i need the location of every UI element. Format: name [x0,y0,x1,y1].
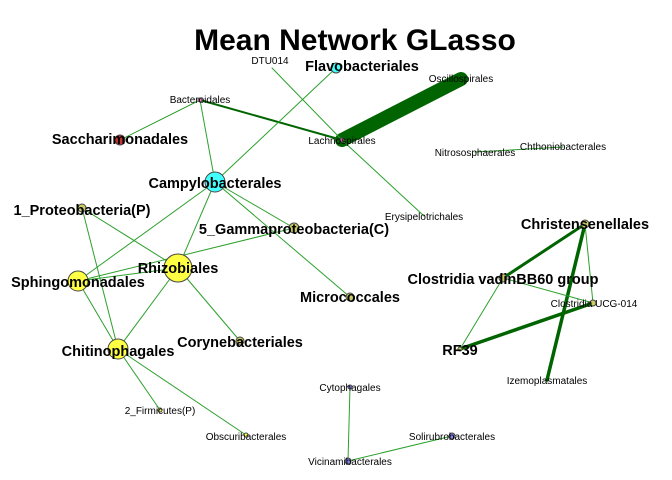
edge-christensenellales-izemoplasmatales [545,222,587,382]
node-label-oscillospirales: Oscillospirales [429,74,493,85]
node-label-lachnospirales: Lachnospirales [308,136,375,147]
edge-cytophagales-vicinamibacterales [347,386,351,462]
node-5-gammaproteobacteria-c [288,222,300,234]
node-rhizobiales [163,253,193,283]
node-christensenellales [580,219,590,229]
node-clostridia-ucg-014 [589,299,597,307]
edge-rhizobiales-chitinophagales [117,267,179,350]
node-micrococcales [345,292,355,302]
node-lachnospirales [339,137,345,143]
edge-campylobacterales-5-gammaproteobacteria-c [214,181,295,229]
node-1-proteobacteria-p [77,203,87,213]
edge-rhizobiales-sphingomonadales [77,267,179,282]
node-2-firmicutes-p [157,407,163,413]
edge-campylobacterales-micrococcales [214,181,351,298]
node-label-flavobacteriales: Flavobacteriales [305,59,419,75]
node-label-campylobacterales: Campylobacterales [149,176,282,192]
edge-nitrososphaerales-chthoniobacterales [474,146,564,153]
node-corynebacteriales [235,336,245,346]
edge-5-gammaproteobacteria-c-sphingomonadales [77,227,295,282]
edge-1-proteobacteria-p-rhizobiales [81,207,179,269]
node-label-cytophagales: Cytophagales [319,383,380,394]
edge-campylobacterales-sphingomonadales [77,181,216,282]
node-label-2-firmicutes-p: 2_Firmicutes(P) [125,406,196,417]
edge-campylobacterales-rhizobiales [177,181,216,269]
node-label-christensenellales: Christensenellales [521,217,649,233]
node-label-nitrososphaerales: Nitrososphaerales [435,148,516,159]
edge-lachnospirales-oscillospirales [335,72,468,147]
edge-bacteroidales-campylobacterales [199,99,216,183]
node-label-erysipelotrichales: Erysipelotrichales [385,212,463,223]
edge-flavobacteriales-campylobacterales [214,67,337,183]
node-sphingomonadales [67,270,89,292]
node-label-izemoplasmatales: Izemoplasmatales [507,376,588,387]
edge-bacteroidales-lachnospirales [199,99,343,141]
node-label-clostridia-ucg-014: Clostridia UCG-014 [551,299,638,310]
edge-chitinophagales-obscuribacterales [117,348,247,436]
edge-chitinophagales-2-firmicutes-p [117,348,161,411]
node-vicinamibacterales [344,457,352,465]
edge-rf39-clostridia-ucg-014 [458,301,595,351]
edge-christensenellales-clostridia-ucg-014 [584,223,594,304]
node-label-micrococcales: Micrococcales [300,290,400,306]
node-label-1-proteobacteria-p: 1_Proteobacteria(P) [14,203,151,219]
node-layer [67,62,597,465]
node-cytophagales [347,384,353,390]
node-flavobacteriales [330,62,342,74]
node-solirubrobacterales [448,432,456,440]
node-campylobacterales [204,171,226,193]
edge-layer [77,67,595,462]
edge-saccharimonadales-bacteroidales [119,99,201,141]
node-label-saccharimonadales: Saccharimonadales [52,132,188,148]
node-label-obscuribacterales: Obscuribacterales [206,432,287,443]
edge-clostridia-vadinbb60-group-christensenellales [501,222,587,280]
node-label-bacteroidales: Bacteroidales [170,95,231,106]
label-layer: DTU014 FlavobacterialesOscillospiralesBac… [11,56,649,468]
node-clostridia-vadinbb60-group [498,273,508,283]
node-saccharimonadales [114,134,126,146]
node-label-chthoniobacterales: Chthoniobacterales [520,142,606,153]
node-label-solirubrobacterales: Solirubrobacterales [409,432,495,443]
edge-lachnospirales-erysipelotrichales [341,139,425,217]
edge-rf39-clostridia-vadinbb60-group [459,277,504,350]
node-label-sphingomonadales: Sphingomonadales [11,275,145,291]
node-bacteroidales [197,97,203,103]
node-label-vicinamibacterales: Vicinamibacterales [308,457,392,468]
edge-rhizobiales-corynebacteriales [177,267,241,342]
edge-vicinamibacterales-solirubrobacterales [347,435,453,462]
node-rf39 [457,346,463,352]
node-label-dtu014: DTU014 [251,56,289,67]
node-label-corynebacteriales: Corynebacteriales [177,335,303,351]
diagram-title: Mean Network GLasso [194,24,516,57]
node-label-rhizobiales: Rhizobiales [138,261,219,277]
node-obscuribacterales [243,432,249,438]
node-chitinophagales [107,338,129,360]
node-label-5-gammaproteobacteria-c: 5_Gammaproteobacteria(C) [199,222,389,238]
edge-sphingomonadales-chitinophagales [77,280,119,350]
edge-clostridia-vadinbb60-group-clostridia-ucg-014 [502,277,594,304]
node-label-rf39: RF39 [442,343,477,359]
node-label-chitinophagales: Chitinophagales [62,344,175,360]
node-label-clostridia-vadinbb60-group: Clostridia vadinBB60 group [408,272,599,288]
edge-lachnospirales-dtu014 [271,67,343,141]
